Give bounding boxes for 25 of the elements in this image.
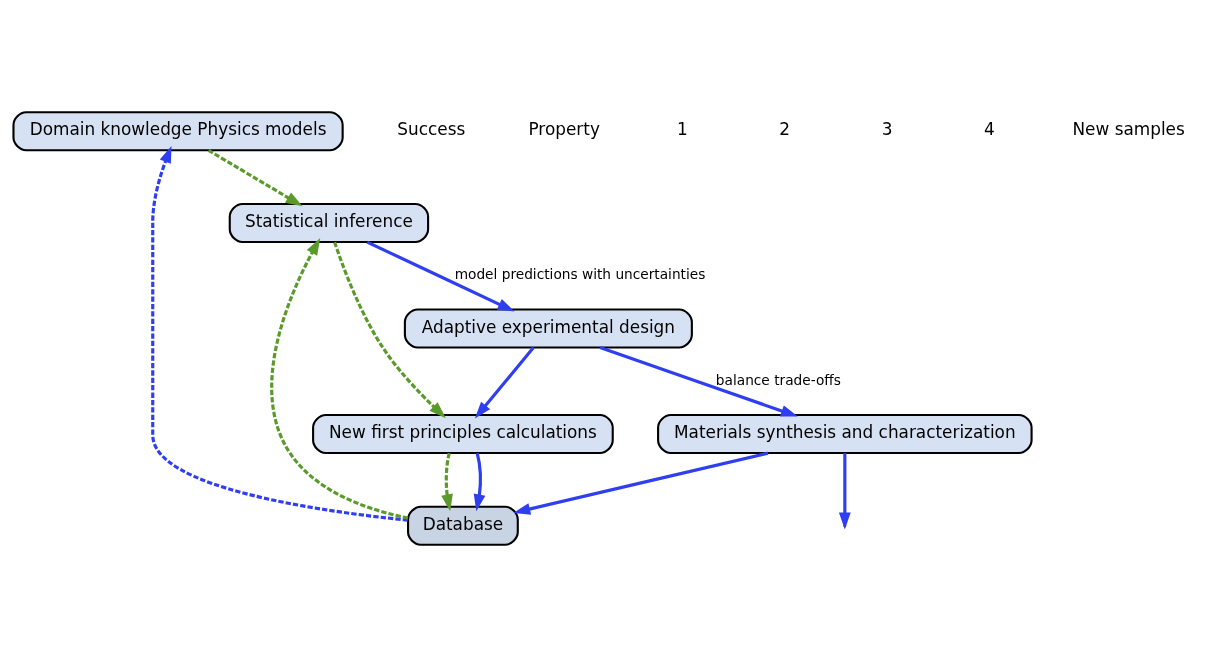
node-box: Materials synthesis and characterization	[657, 413, 1033, 455]
arrow	[441, 452, 453, 512]
arrow	[599, 346, 798, 417]
node-box: Statistical inference	[228, 202, 430, 244]
label: Success	[397, 119, 466, 140]
arrow	[513, 451, 769, 515]
arrow	[207, 149, 303, 207]
label: New samples	[1072, 119, 1185, 140]
arrow	[366, 240, 515, 312]
edge-label: balance trade-offs	[715, 371, 841, 388]
arrow	[473, 452, 486, 512]
label: 4	[984, 119, 995, 140]
label: 3	[881, 119, 893, 140]
node-box: Database	[407, 505, 519, 546]
edge-label: model predictions with uncertainties	[454, 266, 706, 283]
node-box: Adaptive experimental design	[403, 308, 693, 349]
arrow	[333, 241, 446, 419]
arrow	[270, 238, 409, 520]
node-box: New first principles calculations	[312, 413, 614, 455]
label: Property	[528, 119, 600, 140]
label: 1	[676, 119, 688, 140]
arrow	[474, 346, 535, 419]
label: 2	[779, 119, 791, 140]
arrow	[151, 145, 408, 522]
node-box: Domain knowledge Physics models	[12, 111, 344, 152]
